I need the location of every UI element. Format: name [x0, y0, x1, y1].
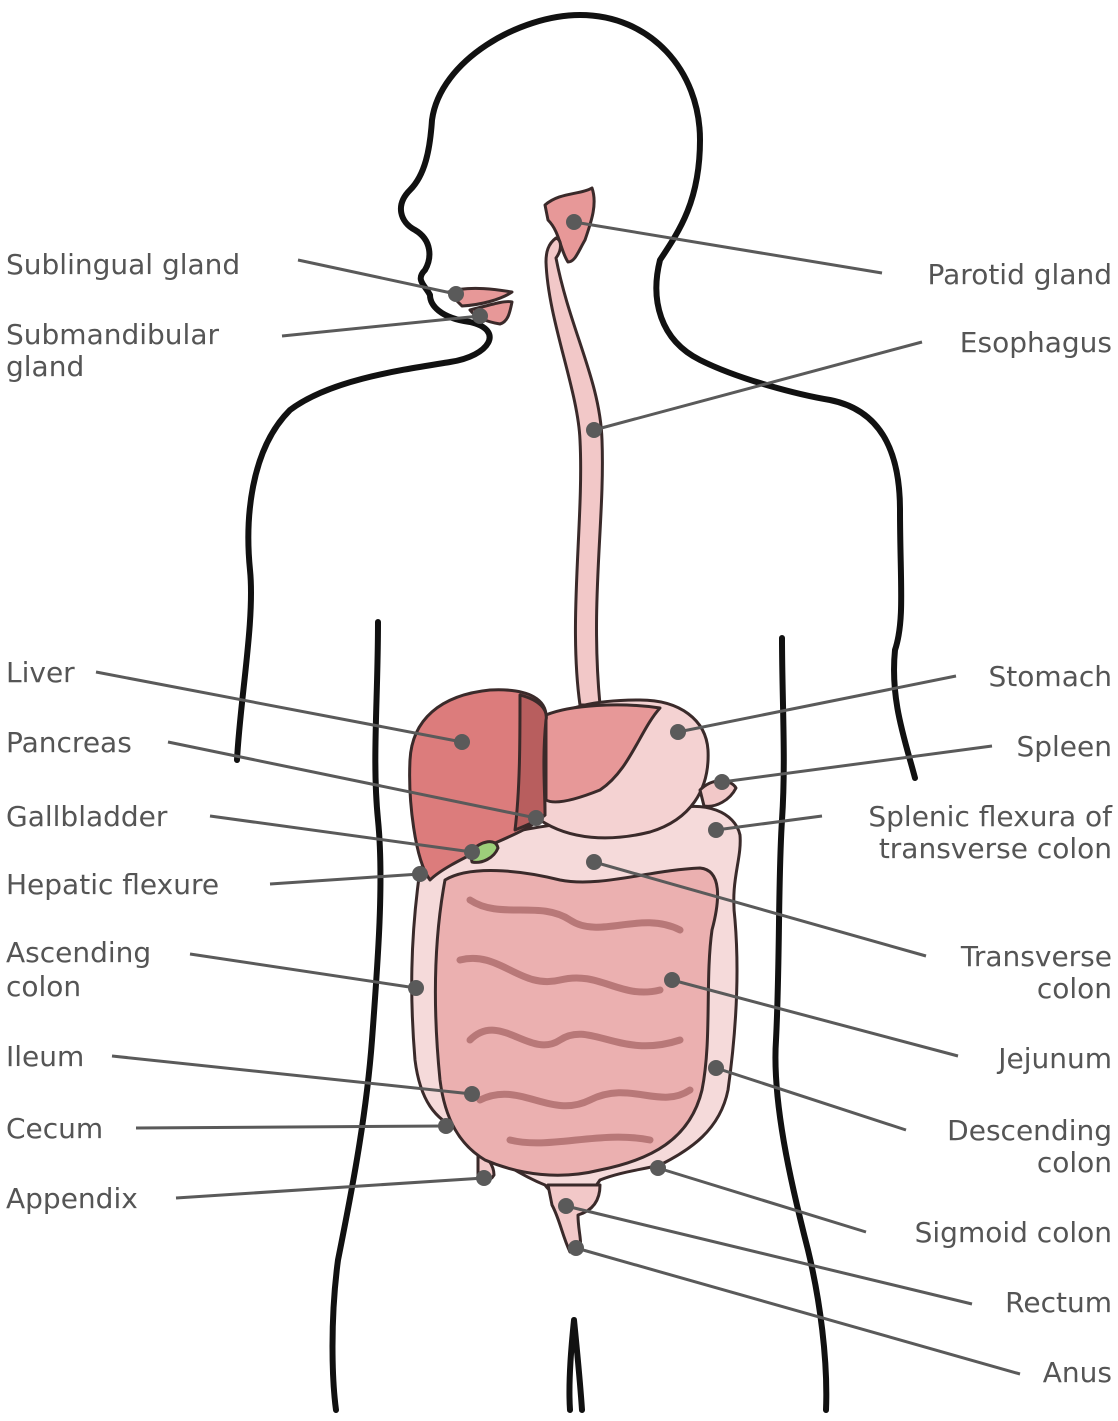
label-ascending-colon-line1: Ascending: [6, 936, 151, 969]
label-transverse-colon-line2: colon: [1037, 972, 1112, 1005]
label-submandibular-line2: gland: [6, 350, 84, 383]
label-transverse-colon-line1: Transverse: [960, 940, 1112, 973]
leader-stomach: [678, 676, 956, 732]
dot-transverse-colon: [586, 854, 602, 870]
label-stomach: Stomach: [989, 660, 1112, 693]
dot-stomach: [670, 724, 686, 740]
leader-descending-colon: [716, 1068, 906, 1130]
label-splenic-flexura-line1: Splenic flexura of: [868, 800, 1113, 833]
dot-liver: [454, 734, 470, 750]
label-parotid-gland: Parotid gland: [928, 258, 1112, 291]
label-jejunum: Jejunum: [996, 1042, 1112, 1075]
leader-sigmoid-colon: [658, 1168, 866, 1232]
dot-appendix: [476, 1170, 492, 1186]
label-liver: Liver: [6, 656, 75, 689]
left-arm-inner: [333, 622, 381, 1410]
label-sigmoid-colon: Sigmoid colon: [915, 1216, 1112, 1249]
dot-ascending-colon: [408, 980, 424, 996]
right-arm-inner: [775, 638, 826, 1410]
label-gallbladder: Gallbladder: [6, 800, 168, 833]
dot-sublingual: [448, 286, 464, 302]
label-spleen: Spleen: [1016, 730, 1112, 763]
label-sublingual-gland: Sublingual gland: [6, 248, 240, 281]
label-hepatic-flexure: Hepatic flexure: [6, 868, 219, 901]
dot-gallbladder: [464, 844, 480, 860]
dot-sigmoid-colon: [650, 1160, 666, 1176]
salivary-glands: [448, 188, 594, 324]
leader-ascending-colon: [190, 954, 416, 988]
leader-parotid: [574, 222, 882, 273]
dot-submandibular: [472, 308, 488, 324]
label-cecum: Cecum: [6, 1112, 103, 1145]
label-rectum: Rectum: [1005, 1286, 1112, 1319]
leader-sublingual: [298, 260, 456, 294]
label-descending-colon-line2: colon: [1037, 1146, 1112, 1179]
label-pancreas: Pancreas: [6, 726, 132, 759]
esophagus-shape: [546, 238, 602, 705]
dot-descending-colon: [708, 1060, 724, 1076]
leader-anus: [576, 1248, 1020, 1374]
dot-rectum: [558, 1198, 574, 1214]
leader-liver: [96, 672, 462, 742]
leader-spleen: [722, 746, 992, 782]
leader-submandibular: [282, 316, 480, 336]
label-descending-colon-line1: Descending: [947, 1114, 1112, 1147]
dot-splenic-flexura: [708, 822, 724, 838]
leader-rectum: [566, 1206, 972, 1304]
label-esophagus: Esophagus: [960, 326, 1112, 359]
dot-pancreas: [528, 810, 544, 826]
label-splenic-flexura-line2: transverse colon: [879, 832, 1112, 865]
label-anus: Anus: [1043, 1356, 1112, 1389]
dot-spleen: [714, 774, 730, 790]
dot-ileum: [464, 1086, 480, 1102]
leader-esophagus: [594, 342, 922, 430]
dot-parotid: [566, 214, 582, 230]
dot-hepatic-flexure: [412, 866, 428, 882]
leader-hepatic-flexure: [270, 874, 420, 884]
leader-appendix: [176, 1178, 484, 1198]
liver-right-lobe: [515, 695, 546, 830]
label-appendix: Appendix: [6, 1182, 138, 1215]
leader-cecum: [136, 1126, 446, 1128]
label-submandibular-line1: Submandibular: [6, 318, 219, 351]
legs-divide: [569, 1320, 582, 1410]
dot-esophagus: [586, 422, 602, 438]
dot-jejunum: [664, 972, 680, 988]
small-intestine-shape: [435, 868, 717, 1175]
label-ileum: Ileum: [6, 1040, 84, 1073]
label-ascending-colon-line2: colon: [6, 970, 81, 1003]
dot-anus: [568, 1240, 584, 1256]
dot-cecum: [438, 1118, 454, 1134]
